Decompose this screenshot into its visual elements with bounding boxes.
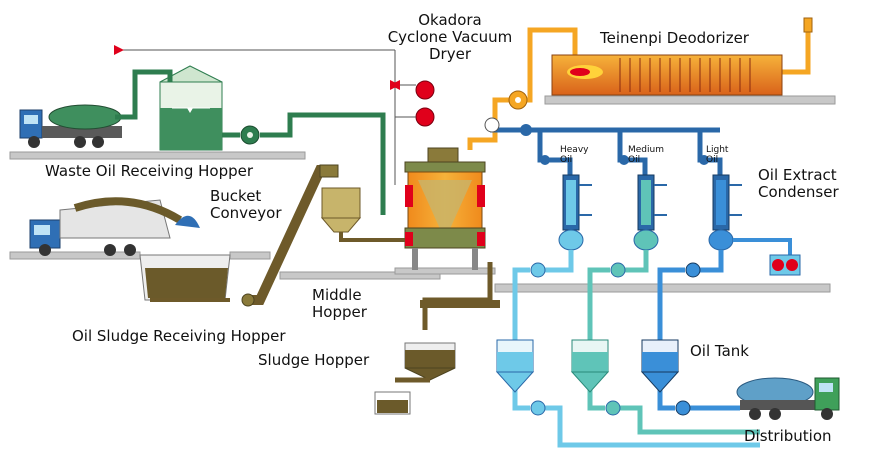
- oil-tank-label: Oil Tank: [690, 342, 749, 360]
- middle-hopper-label-line2: Hopper: [312, 303, 367, 321]
- light-oil-label-1: Light: [706, 145, 729, 155]
- okadora-label-line3: Dryer: [429, 45, 471, 63]
- waste-oil-receiving-hopper: [159, 65, 223, 151]
- heavy-oil-label-1: Heavy: [560, 145, 589, 155]
- oil-sludge-receiving-hopper: [139, 254, 231, 302]
- oil-pipes-heavy: [512, 250, 760, 448]
- medium-oil-condenser: [633, 174, 667, 251]
- sludge-hopper: [374, 262, 500, 415]
- middle-hopper: [320, 187, 405, 242]
- oil-pumps: [530, 262, 701, 416]
- heavy-oil-condenser: [558, 174, 592, 251]
- conveyor-drive: [241, 164, 339, 307]
- oil-tank-medium: [570, 339, 610, 393]
- oil-pipes-medium: [587, 250, 760, 435]
- deodorizer-label: Teinenpi Deodorizer: [600, 29, 749, 47]
- oil-sludge-hopper-label: Oil Sludge Receiving Hopper: [72, 327, 286, 345]
- bucket-conveyor-label-line1: Bucket: [210, 187, 262, 205]
- oil-extract-label-line2: Condenser: [758, 183, 839, 201]
- bucket-conveyor-label: Bucket Conveyor: [210, 188, 281, 222]
- oil-tank-heavy: [495, 339, 535, 393]
- light-oil-label-2: Oil: [706, 155, 718, 165]
- distribution-truck: [736, 377, 840, 420]
- waste-oil-pipes: [115, 69, 386, 215]
- waste-oil-hopper-label: Waste Oil Receiving Hopper: [45, 162, 254, 180]
- oil-pipes-light: [657, 250, 740, 411]
- medium-oil-label-2: Oil: [628, 155, 640, 165]
- deodorizer-fan: [508, 90, 528, 110]
- vapor-header: [490, 127, 723, 175]
- middle-hopper-label-line1: Middle: [312, 286, 362, 304]
- bucket-conveyor-label-line2: Conveyor: [210, 204, 282, 222]
- vacuum-pump: [733, 238, 801, 276]
- sludge-dump-truck: [29, 197, 200, 256]
- oil-extract-condenser-label: Oil Extract Condenser: [758, 167, 839, 201]
- medium-oil-label-1: Medium: [628, 145, 664, 155]
- heavy-oil-label-2: Oil: [560, 155, 572, 165]
- okadora-label-line1: Okadora: [418, 11, 482, 29]
- control-valves: [390, 80, 435, 127]
- cyclone-vacuum-dryer: [404, 147, 486, 270]
- middle-hopper-label: Middle Hopper: [312, 287, 367, 321]
- distribution-label: Distribution: [744, 427, 832, 445]
- okadora-label-line2: Cyclone Vacuum: [387, 28, 513, 46]
- oil-extract-label-line1: Oil Extract: [758, 166, 837, 184]
- waste-oil-truck: [19, 104, 122, 148]
- header-valves: [484, 117, 709, 165]
- oil-tank-light: [640, 339, 680, 393]
- teinenpi-deodorizer: [551, 17, 813, 96]
- waste-oil-pump: [240, 125, 260, 145]
- light-oil-condenser: [708, 174, 742, 251]
- okadora-dryer-label: Okadora Cyclone Vacuum Dryer: [375, 12, 525, 63]
- sludge-hopper-label: Sludge Hopper: [258, 351, 370, 369]
